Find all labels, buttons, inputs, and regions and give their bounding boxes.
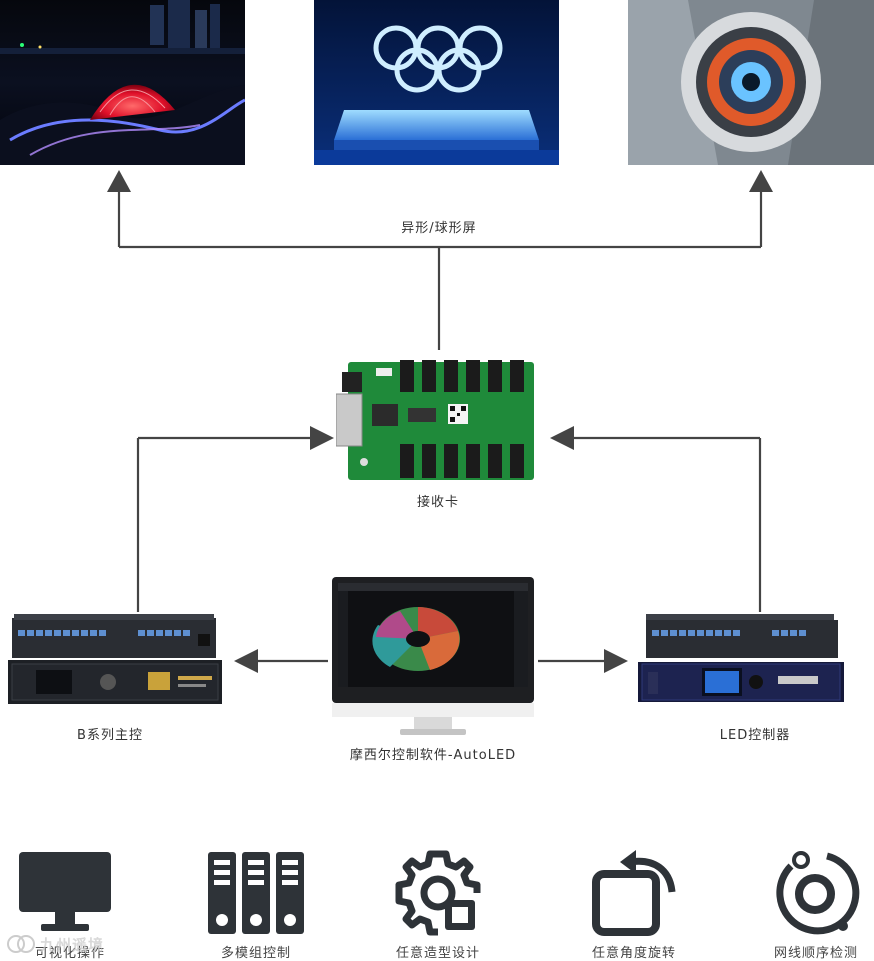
feature-label: 可视化操作 [34,946,105,961]
gear-shape-icon [395,850,481,936]
server-modules-icon [208,852,304,934]
led-controller-image [638,614,844,704]
monitor-icon [19,852,111,931]
photo-sphere-screen [628,0,874,165]
b-series-controller-image [8,614,222,706]
center-device-label: 摩西尔控制软件-AutoLED [349,748,517,763]
top-label: 异形/球形屏 [401,221,477,236]
feature-gear-shape: 任意造型设计 [368,846,508,961]
feature-rotate: 任意角度旋转 [564,846,704,961]
software-monitor-image [330,575,536,737]
rotate-icon [592,850,676,936]
photo-olympic-rings-screen [314,0,559,165]
feature-label: 任意造型设计 [395,946,480,961]
watermark: 九州遥境 [6,930,126,958]
feature-orbit: 网线顺序检测 [746,846,874,961]
receiver-label: 接收卡 [416,495,459,510]
photo-dome-screen [0,0,245,165]
feature-monitor: 可视化操作 [0,846,140,961]
right-device-label: LED控制器 [719,728,791,743]
watermark-text: 九州遥境 [40,936,105,954]
watermark-logo-icon [7,935,35,953]
feature-label: 多模组控制 [220,946,291,961]
left-device-label: B系列主控 [77,728,143,743]
feature-server-modules: 多模组控制 [186,846,326,961]
feature-label: 网线顺序检测 [773,946,858,961]
receiver-card-image [336,358,536,484]
feature-label: 任意角度旋转 [591,946,676,961]
orbit-icon [776,851,860,935]
